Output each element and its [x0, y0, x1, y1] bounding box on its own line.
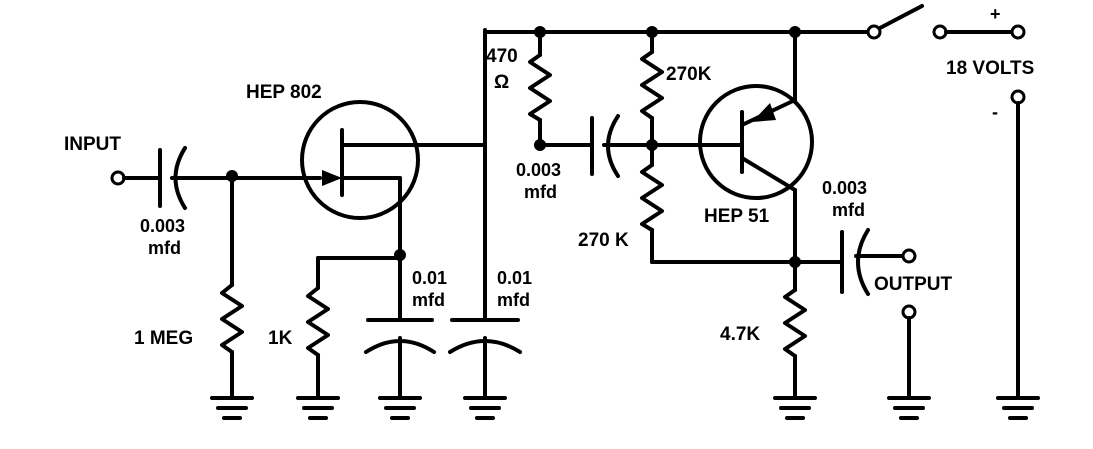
output-capacitor-value: 0.003: [822, 178, 867, 198]
source-resistor-label: 1K: [268, 328, 293, 349]
switch-contact-1: [866, 24, 882, 40]
drain-cap-unit: mfd: [497, 290, 530, 310]
fet-body: [300, 100, 420, 220]
bias-resistor-top-label: 270K: [666, 64, 712, 85]
fet-label: HEP 802: [246, 82, 322, 103]
drain-resistor-value: 470: [486, 46, 518, 67]
output-capacitor: [840, 228, 870, 296]
output-capacitor-unit: mfd: [832, 200, 865, 220]
bias-resistor-top: [640, 50, 664, 120]
source-cap-unit: mfd: [412, 290, 445, 310]
input-capacitor-unit: mfd: [148, 238, 181, 258]
ground-symbol-gate: [210, 396, 254, 420]
transistor-label: HEP 51: [704, 206, 770, 227]
fet-gate-arrow: [322, 170, 342, 186]
ground-symbol-drain-cap: [463, 396, 507, 420]
coupling-capacitor-unit: mfd: [524, 182, 557, 202]
source-cap-value: 0.01: [412, 268, 447, 288]
source-resistor: [306, 286, 330, 357]
coupling-capacitor-value: 0.003: [516, 160, 561, 180]
supply-minus-label: -: [992, 102, 998, 122]
output-label: OUTPUT: [874, 274, 953, 295]
ground-symbol-source-cap: [378, 396, 422, 420]
drain-cap-value: 0.01: [497, 268, 532, 288]
load-resistor: [783, 288, 807, 358]
output-terminal[interactable]: [901, 248, 917, 264]
bias-resistor-bottom-label: 270 K: [578, 230, 629, 251]
ground-symbol-output: [887, 396, 931, 420]
gate-resistor-label: 1 MEG: [134, 328, 193, 349]
power-switch[interactable]: [878, 4, 924, 30]
transistor-body: [698, 84, 814, 200]
supply-plus-label: +: [990, 4, 1001, 24]
input-label: INPUT: [64, 134, 121, 155]
supply-positive-terminal[interactable]: [1010, 24, 1026, 40]
supply-voltage-label: 18 VOLTS: [946, 58, 1034, 79]
transistor-collector-lead: [740, 156, 797, 192]
bias-resistor-bottom: [640, 163, 664, 232]
ground-symbol-source-resistor: [296, 396, 340, 420]
gate-resistor: [220, 283, 244, 354]
drain-resistor-unit: Ω: [494, 72, 509, 93]
ground-symbol-load: [773, 396, 817, 420]
drain-resistor: [528, 53, 552, 122]
transistor-emitter-arrow: [752, 103, 776, 122]
load-resistor-label: 4.7K: [720, 324, 760, 345]
ground-symbol-supply: [996, 396, 1040, 420]
input-capacitor-value: 0.003: [140, 216, 185, 236]
